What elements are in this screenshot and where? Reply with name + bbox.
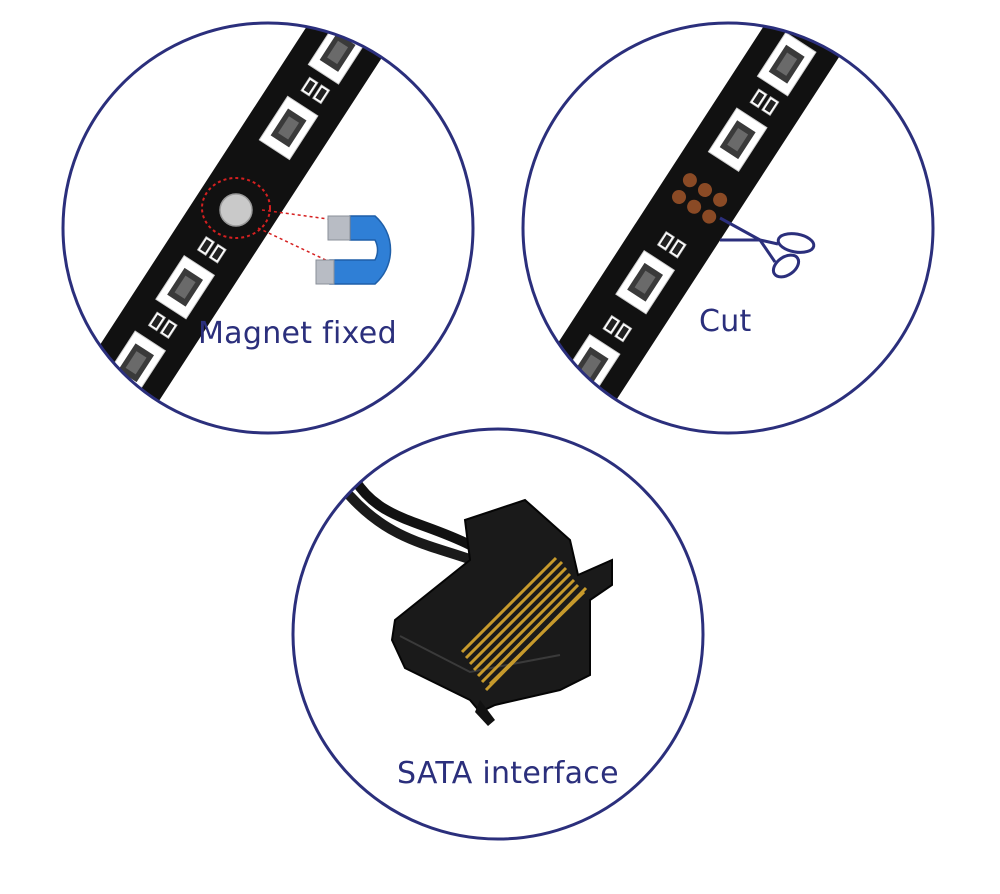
circle-outline [521, 21, 935, 435]
circle-outline [291, 427, 705, 841]
panel-cut [521, 21, 935, 435]
connector-pins [460, 556, 588, 692]
led-strip [529, 23, 881, 430]
magnet-icon [315, 215, 392, 285]
circle-outline [61, 21, 475, 435]
sata-connector-icon [390, 498, 613, 726]
caption-cut: Cut [699, 304, 752, 339]
magnet-disc [219, 193, 253, 227]
cable [345, 475, 477, 565]
caption-magnet-fixed: Magnet fixed [198, 316, 397, 351]
panel-magnet [61, 21, 475, 435]
panel-sata [291, 427, 705, 841]
caption-sata-interface: SATA interface [397, 756, 619, 791]
scissors-icon [719, 216, 816, 279]
highlight-ring [201, 177, 271, 239]
